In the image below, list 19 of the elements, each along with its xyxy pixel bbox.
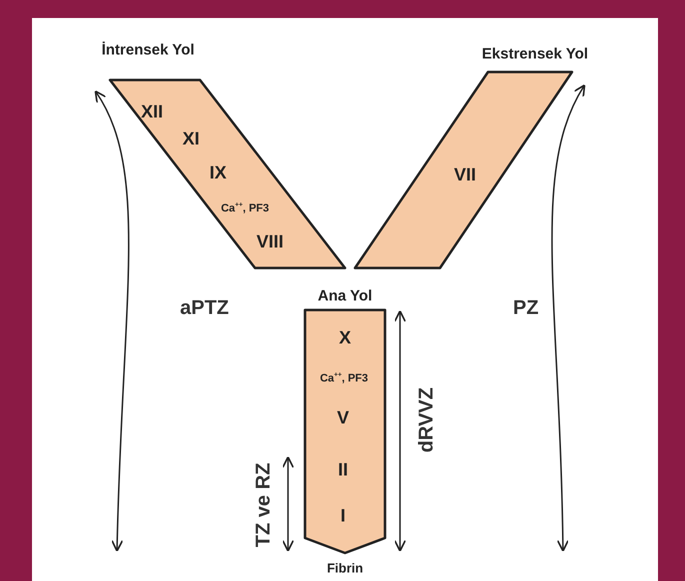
factor-label: Ca$^{++}$, PF3 [320, 372, 368, 384]
factor-label: VIII [256, 232, 284, 252]
test-label: aPTZ [180, 297, 229, 320]
factor-label: Ca$^{++}$, PF3 [220, 202, 270, 214]
factor-label: I [340, 506, 346, 526]
factor-label: VII [454, 164, 476, 186]
factor-label: XI [182, 128, 200, 150]
factor-label: V [337, 408, 349, 428]
factor-label: XII [141, 102, 163, 122]
test-label: PZ [513, 297, 539, 320]
factor-label: IX [210, 162, 226, 184]
test-label: TZ ve RZ [252, 462, 276, 548]
factor-label: II [338, 460, 348, 480]
node-heading: Ekstrensek Yol [482, 46, 588, 62]
node-heading: İntrensek Yol [102, 42, 194, 58]
product-label: Fibrin [326, 560, 364, 576]
node-heading: Ana Yol [318, 288, 372, 304]
factor-label: X [339, 328, 351, 348]
test-label: dRVVZ [416, 387, 438, 453]
